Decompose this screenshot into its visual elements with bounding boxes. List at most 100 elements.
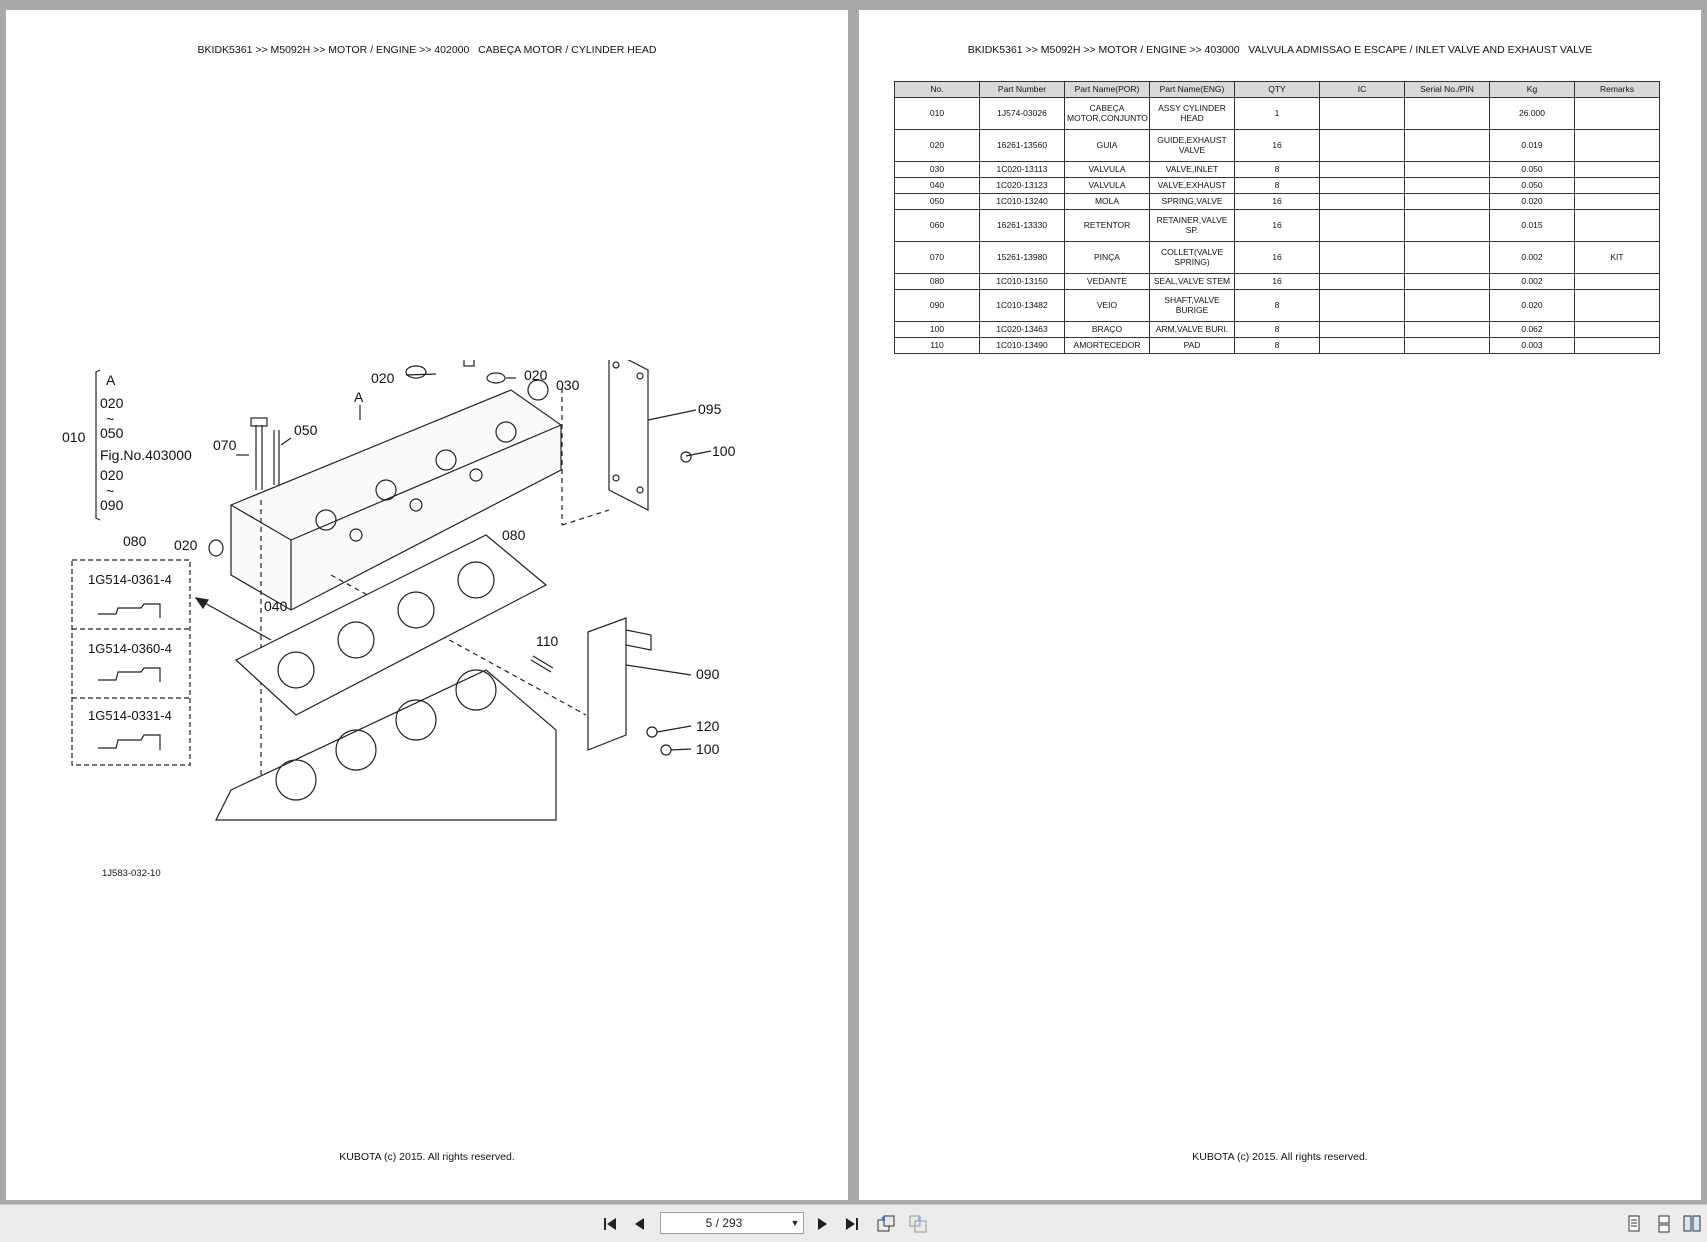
- cell-name-por: VEDANTE: [1064, 273, 1150, 290]
- next-page-icon: [818, 1218, 827, 1230]
- cell-no: 010: [894, 97, 980, 130]
- cell-ic: [1319, 241, 1405, 274]
- cell-remarks: [1574, 273, 1660, 290]
- go-forward-button[interactable]: [908, 1214, 928, 1234]
- column-header: Part Name(POR): [1064, 81, 1150, 98]
- left-page: BKIDK5361 >> M5092H >> MOTOR / ENGINE >>…: [6, 10, 848, 1200]
- cell-qty: 16: [1234, 241, 1320, 274]
- bracket-fig-no: Fig.No.403000: [100, 447, 192, 463]
- callout-120: 120: [696, 718, 720, 734]
- gasket-option-1: 1G514-0361-4: [88, 572, 172, 587]
- callout-100-b: 100: [696, 741, 720, 757]
- cell-name-eng: ARM,VALVE BURI.: [1149, 321, 1235, 338]
- single-page-view-button[interactable]: [1624, 1214, 1644, 1234]
- continuous-view-icon: [1658, 1215, 1670, 1233]
- callout-095: 095: [698, 401, 722, 417]
- cell-kg: 0.019: [1489, 129, 1575, 162]
- callout-100-a: 100: [712, 443, 736, 459]
- cell-remarks: [1574, 209, 1660, 242]
- cell-ic: [1319, 161, 1405, 178]
- cell-part-number: 16261-13330: [979, 209, 1065, 242]
- cell-no: 050: [894, 193, 980, 210]
- first-page-button[interactable]: [600, 1214, 620, 1234]
- cell-name-por: VALVULA: [1064, 177, 1150, 194]
- column-header: No.: [894, 81, 980, 98]
- cell-name-eng: COLLET(VALVE SPRING): [1149, 241, 1235, 274]
- cell-ic: [1319, 97, 1405, 130]
- last-page-icon: [846, 1218, 858, 1230]
- go-forward-icon: [909, 1215, 927, 1233]
- cell-part-number: 16261-13560: [979, 129, 1065, 162]
- cell-qty: 1: [1234, 97, 1320, 130]
- column-header: Part Name(ENG): [1149, 81, 1235, 98]
- cell-name-eng: RETAINER,VALVE SP.: [1149, 209, 1235, 242]
- right-page-header: BKIDK5361 >> M5092H >> MOTOR / ENGINE >>…: [967, 44, 1593, 56]
- cell-no: 020: [894, 129, 980, 162]
- cell-qty: 8: [1234, 321, 1320, 338]
- cell-qty: 16: [1234, 129, 1320, 162]
- cell-remarks: [1574, 129, 1660, 162]
- right-page: BKIDK5361 >> M5092H >> MOTOR / ENGINE >>…: [859, 10, 1701, 1200]
- bracket-050: 050: [100, 425, 124, 441]
- cell-serial: [1404, 241, 1490, 274]
- go-back-button[interactable]: [876, 1214, 896, 1234]
- cell-name-por: VALVULA: [1064, 161, 1150, 178]
- cell-serial: [1404, 273, 1490, 290]
- callout-040: 040: [264, 598, 288, 614]
- cell-remarks: [1574, 321, 1660, 338]
- cell-name-por: MOLA: [1064, 193, 1150, 210]
- cell-name-eng: VALVE,EXHAUST: [1149, 177, 1235, 194]
- callout-030: 030: [556, 377, 580, 393]
- right-page-footer: KUBOTA (c) 2015. All rights reserved.: [1192, 1151, 1368, 1163]
- callout-020-b: 020: [524, 367, 548, 383]
- cell-kg: 0.003: [1489, 337, 1575, 354]
- cell-part-number: 1C020-13123: [979, 177, 1065, 194]
- chevron-down-icon[interactable]: ▼: [790, 1218, 800, 1228]
- two-page-view-button[interactable]: [1682, 1214, 1702, 1234]
- callout-020-c: 020: [174, 537, 198, 553]
- previous-page-icon: [635, 1218, 644, 1230]
- gasket-option-2: 1G514-0360-4: [88, 641, 172, 656]
- callout-020-a: 020: [371, 370, 395, 386]
- column-header: QTY: [1234, 81, 1320, 98]
- cell-qty: 16: [1234, 273, 1320, 290]
- left-page-footer: KUBOTA (c) 2015. All rights reserved.: [339, 1151, 515, 1163]
- column-header: Part Number: [979, 81, 1065, 98]
- two-page-view-icon: [1683, 1215, 1701, 1232]
- cell-name-por: PINÇA: [1064, 241, 1150, 274]
- drawing-code: 1J583-032-10: [102, 868, 161, 879]
- column-header: Remarks: [1574, 81, 1660, 98]
- cell-qty: 8: [1234, 289, 1320, 322]
- bracket-tilde-2: ~: [106, 483, 114, 499]
- single-page-view-icon: [1628, 1215, 1640, 1232]
- cell-ic: [1319, 337, 1405, 354]
- cell-qty: 16: [1234, 193, 1320, 210]
- previous-page-button[interactable]: [630, 1214, 650, 1234]
- cell-ic: [1319, 209, 1405, 242]
- last-page-button[interactable]: [842, 1214, 862, 1234]
- cell-remarks: [1574, 97, 1660, 130]
- left-page-header: BKIDK5361 >> M5092H >> MOTOR / ENGINE >>…: [197, 44, 657, 56]
- continuous-view-button[interactable]: [1654, 1214, 1674, 1234]
- page-number-field[interactable]: 5 / 293 ▼: [660, 1212, 804, 1234]
- column-header: IC: [1319, 81, 1405, 98]
- callout-080-a: 080: [123, 533, 147, 549]
- bracket-020-b: 020: [100, 467, 124, 483]
- cell-name-por: AMORTECEDOR: [1064, 337, 1150, 354]
- cell-remarks: [1574, 193, 1660, 210]
- cell-part-number: 1C020-13463: [979, 321, 1065, 338]
- cell-remarks: KIT: [1574, 241, 1660, 274]
- cell-kg: 0.015: [1489, 209, 1575, 242]
- next-page-button[interactable]: [812, 1214, 832, 1234]
- cell-kg: 26.000: [1489, 97, 1575, 130]
- cell-name-por: BRAÇO: [1064, 321, 1150, 338]
- cell-name-eng: GUIDE,EXHAUST VALVE: [1149, 129, 1235, 162]
- cell-qty: 8: [1234, 177, 1320, 194]
- cell-kg: 0.062: [1489, 321, 1575, 338]
